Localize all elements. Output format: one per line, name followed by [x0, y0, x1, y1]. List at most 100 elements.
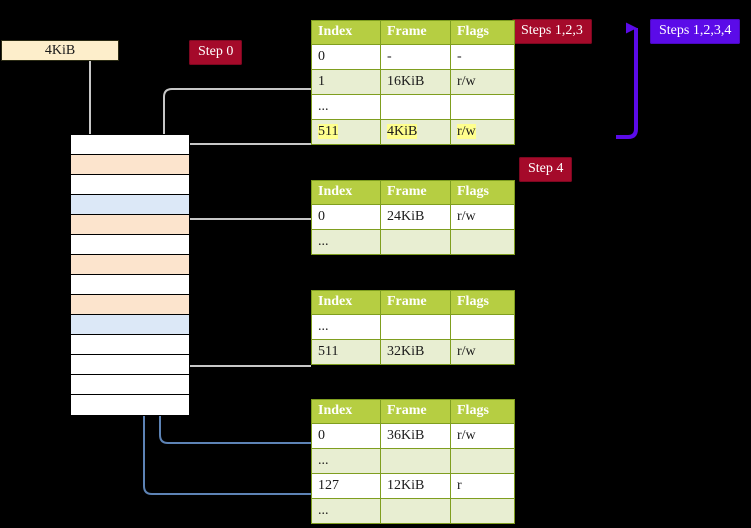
cell-text: 12KiB: [387, 477, 425, 493]
memory-frame-row: [71, 375, 189, 395]
cell-text: 511: [318, 123, 339, 139]
physical-memory-grid: [60, 134, 190, 416]
table-cell-frame: 4KiB: [380, 119, 451, 145]
cell-text: 511: [318, 343, 339, 359]
table-cell-flags: r/w: [450, 339, 515, 365]
table-row: 1 16KiB r/w: [311, 69, 515, 95]
memory-frame-row: [71, 335, 189, 355]
cell-text: ...: [318, 452, 329, 468]
table-cell-flags: r: [450, 473, 515, 499]
table-cell-index: ...: [311, 314, 381, 340]
table-cell-index: ...: [311, 94, 381, 120]
table-cell-frame: [380, 314, 451, 340]
table-cell-flags: r/w: [450, 119, 515, 145]
cell-text: 0: [318, 427, 325, 443]
memory-frame-row: [60, 154, 189, 175]
table-cell-flags: [450, 229, 515, 255]
frame-size-box: 4KiB: [1, 40, 119, 61]
column-header-index: Index: [311, 20, 381, 45]
column-header-frame: Frame: [380, 180, 451, 205]
table-cell-frame: [380, 94, 451, 120]
cell-text: r/w: [457, 208, 476, 224]
table-cell-index: ...: [311, 498, 381, 524]
cell-text: -: [387, 48, 392, 64]
memory-frame-row: [71, 315, 189, 335]
table-cell-frame: 16KiB: [380, 69, 451, 95]
table-cell-index: ...: [311, 229, 381, 255]
table-cell-frame: [380, 448, 451, 474]
table-cell-index: 1: [311, 69, 381, 95]
cell-text: r: [457, 477, 462, 493]
wire-pdpt-to-pd-frame: [174, 218, 311, 257]
memory-frame-row: [60, 294, 189, 315]
cell-text: r/w: [457, 123, 476, 139]
memory-frame-row: [60, 254, 189, 275]
cell-text: ...: [318, 318, 329, 334]
table-cell-flags: -: [450, 44, 515, 70]
badge-steps-123: Steps 1,2,3: [512, 19, 592, 44]
cell-text: 0: [318, 48, 325, 64]
table-row: 511 32KiB r/w: [311, 339, 515, 365]
badge-steps-1234: Steps 1,2,3,4: [650, 19, 741, 44]
cell-text: 36KiB: [387, 427, 425, 443]
table-cell-flags: r/w: [450, 423, 515, 449]
cell-text: 32KiB: [387, 343, 425, 359]
table-cell-frame: [380, 229, 451, 255]
column-header-flags: Flags: [450, 20, 515, 45]
cell-text: ...: [318, 98, 329, 114]
cell-text: 16KiB: [387, 73, 425, 89]
table-row: 127 12KiB r: [311, 473, 515, 499]
memory-frame-row: [60, 134, 189, 155]
table-cell-index: 511: [311, 339, 381, 365]
table-cell-index: 511: [311, 119, 381, 145]
table-cell-index: 0: [311, 204, 381, 230]
column-header-frame: Frame: [380, 20, 451, 45]
table-row: ...: [311, 498, 515, 524]
badge-step-4: Step 4: [519, 157, 573, 182]
frame-size-label: 4KiB: [44, 42, 76, 58]
table-cell-frame: -: [380, 44, 451, 70]
table-cell-frame: 12KiB: [380, 473, 451, 499]
cell-text: -: [457, 48, 462, 64]
cell-text: ...: [318, 233, 329, 249]
column-header-index: Index: [311, 399, 381, 424]
table-cell-flags: [450, 448, 515, 474]
table-row: ...: [311, 229, 515, 255]
cell-text: r/w: [457, 427, 476, 443]
table-cell-frame: [380, 498, 451, 524]
column-header-flags: Flags: [450, 399, 515, 424]
table-cell-flags: r/w: [450, 69, 515, 95]
column-header-frame: Frame: [380, 290, 451, 315]
cell-text: r/w: [457, 73, 476, 89]
memory-frame-row: [71, 275, 189, 295]
memory-frame-row: [60, 214, 189, 235]
wire-pml4-to-pdpt-frame: [174, 143, 311, 172]
cell-text: ...: [318, 502, 329, 518]
table-row: ...: [311, 94, 515, 120]
column-header-frame: Frame: [380, 399, 451, 424]
table-cell-flags: [450, 94, 515, 120]
column-header-index: Index: [311, 290, 381, 315]
memory-frame-row: [71, 195, 189, 215]
table-cell-frame: 24KiB: [380, 204, 451, 230]
cell-text: 127: [318, 477, 339, 493]
column-header-flags: Flags: [450, 180, 515, 205]
table-cell-index: ...: [311, 448, 381, 474]
table-row: 0 - -: [311, 44, 515, 70]
table-cell-frame: 36KiB: [380, 423, 451, 449]
table-cell-flags: r/w: [450, 204, 515, 230]
badge-step-0: Step 0: [189, 40, 243, 65]
memory-frame-row: [71, 235, 189, 255]
table-cell-index: 127: [311, 473, 381, 499]
table-row: ...: [311, 448, 515, 474]
memory-frame-row: [60, 174, 189, 195]
memory-frame-row: [71, 355, 189, 375]
